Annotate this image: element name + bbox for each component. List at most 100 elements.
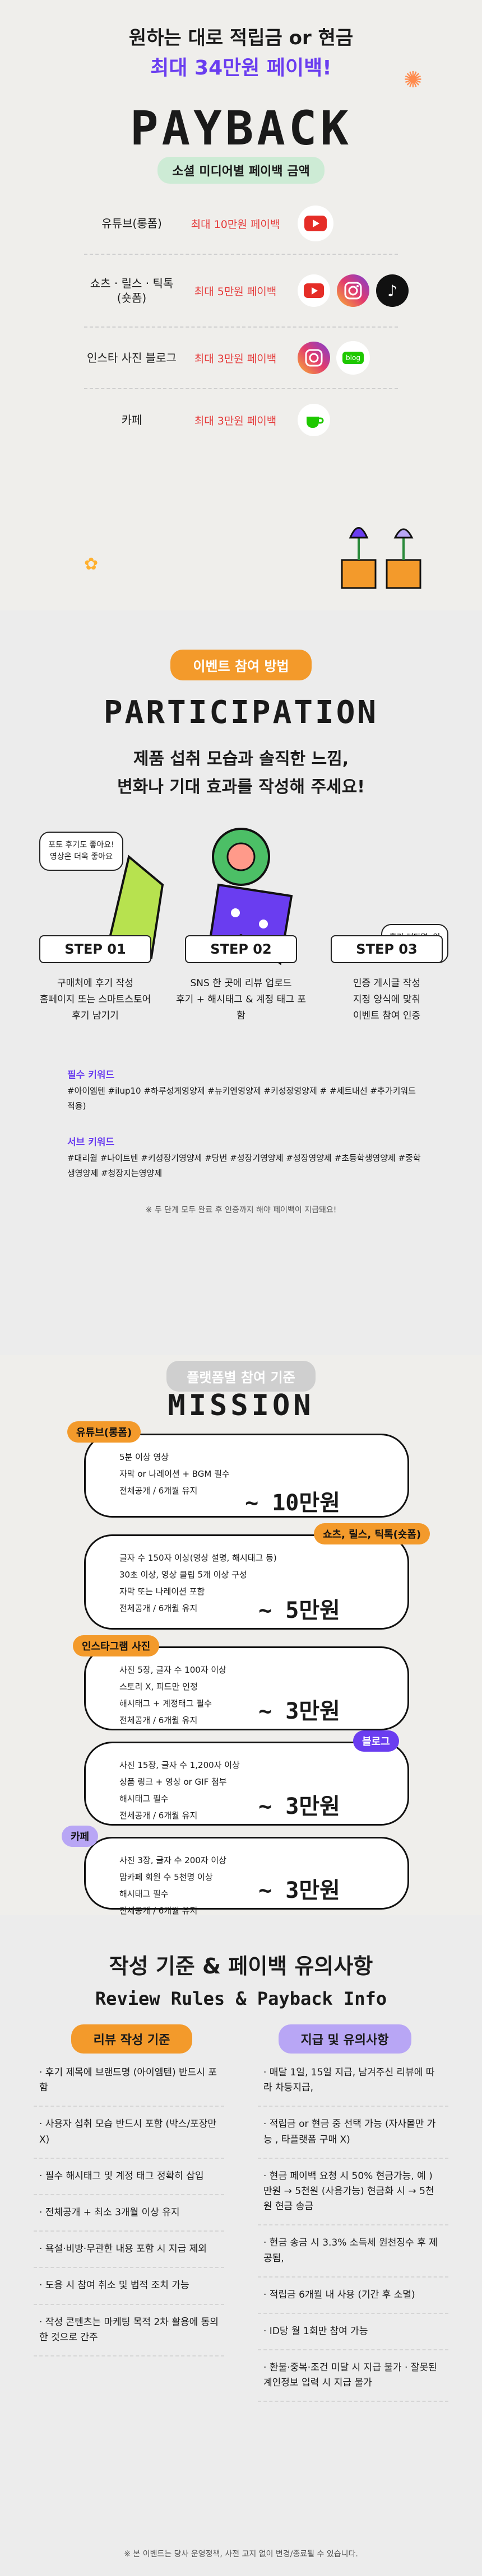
payback-title: PAYBACK [129,101,352,156]
instagram-icon [337,274,369,307]
header-line2: 최대 34만원 페이백! [150,57,332,80]
row-amount: 최대 3만원 페이백 [194,352,277,365]
row-cat: 쇼츠 · 릴스 · 틱톡(숏폼) [90,277,174,305]
info-item: · 매달 1일, 15일 지급, 남겨주신 리뷰에 따라 차등지급, [258,2055,448,2107]
keyword-required-label: 필수 키워드 [67,1070,115,1081]
review-rules-list: · 후기 제목에 브랜드명 (아이엠텐) 반드시 포함 · 사용자 섭취 모습 … [34,2055,224,2356]
rule-item: · 후기 제목에 브랜드명 (아이엠텐) 반드시 포함 [34,2055,224,2107]
card-item: 스토리 X, 피드만 인정 [119,1682,198,1692]
rules-footer-note: ※ 본 이벤트는 당사 운영정책, 사전 고지 없이 변경/종료될 수 있습니다… [124,2550,358,2559]
step-3: STEP 03 인증 게시글 작성 지정 양식에 맞춰 이벤트 참여 인증 [319,935,454,1024]
card-item: 사진 15장, 글자 수 1,200자 이상 [119,1760,240,1770]
participation-subtitle1: 제품 섭취 모습과 솔직한 느낌, [133,749,349,769]
blog-icon-label: blog [342,352,364,364]
info-item: · 현금 송금 시 3.3% 소득세 원천징수 후 제공됨, [258,2225,448,2278]
participation-section: 이벤트 참여 방법 PARTICIPATION 제품 섭취 모습과 솔직한 느낌… [0,610,482,1355]
card-item: 상품 링크 + 영상 or GIF 첨부 [119,1777,227,1787]
cafe-icon [298,404,330,436]
card-tag-instagram: 인스타그램 사진 [73,1635,160,1656]
mission-pill: 플랫폼별 참여 기준 [166,1361,316,1392]
blog-icon: blog [336,341,370,375]
participation-note: ※ 두 단계 모두 완료 후 인증까지 해야 페이백이 지급돼요! [145,1206,337,1215]
card-tag-youtube: 유튜브(롱폼) [67,1421,141,1443]
rules-title: 작성 기준 & 페이백 유의사항 [109,1954,373,1978]
youtube-icon [298,206,333,241]
rule-item: · 작성 콘텐츠는 마케팅 목적 2차 활용에 동의한 것으로 간주 [34,2305,224,2356]
card-item: 5분 이상 영상 [119,1452,169,1462]
card-amount: ~ 3만원 [258,1794,340,1819]
card-item: 자막 or 나레이션 + BGM 필수 [119,1469,230,1479]
payback-section: 원하는 대로 적립금 or 현금 최대 34만원 페이백! PAYBACK 소셜… [0,0,482,610]
card-item: 글자 수 150자 이상(영상 설명, 해시태그 등) [119,1553,277,1563]
instagram-icon [298,342,330,374]
card-item: 자막 또는 나레이션 포함 [119,1586,205,1597]
card-item: 해시태그 필수 [119,1889,169,1899]
rule-item: · 사용자 섭취 모습 반드시 포함 (박스/포장만 X) [34,2107,224,2159]
card-item: 전체공개 / 6개월 유지 [119,1486,198,1496]
row-youtube: 유튜브(롱폼)최대 10만원 페이백 [84,193,398,255]
card-item: 전체공개 / 6개월 유지 [119,1906,198,1916]
svg-text:♪: ♪ [387,282,397,300]
info-item: · ID당 월 1회만 참여 가능 [258,2314,448,2351]
row-cat: 카페 [121,413,142,427]
step-desc: SNS 한 곳에 리뷰 업로드 후기 + 해시태그 & 계정 태그 포함 [176,978,306,1021]
flower-pots-decoration [341,527,421,589]
rule-item: · 도용 시 참여 취소 및 법적 조치 가능 [34,2268,224,2305]
header-line1: 원하는 대로 적립금 or 현금 [128,27,354,49]
step-title: STEP 01 [39,935,151,963]
card-item: 30초 이상, 영상 클립 5개 이상 구성 [119,1570,247,1580]
row-shortform: 쇼츠 · 릴스 · 틱톡(숏폼) 최대 5만원 페이백 ♪ [84,255,409,328]
keyword-required-text: #아이엠텐 #ilup10 #하루성게영양제 #뉴키엔영양제 #키성장영양제 #… [67,1086,416,1111]
step-desc: 인증 게시글 작성 지정 양식에 맞춰 이벤트 참여 인증 [353,978,421,1021]
keyword-sub-text: #대리월 #나이트텐 #키성장기영양제 #당번 #성장기영양제 #성장영양제 #… [67,1153,421,1178]
keyword-sub-label: 서브 키워드 [67,1137,115,1148]
info-item: · 적립금 6개월 내 사용 (기간 후 소멸) [258,2278,448,2314]
review-rules-pill: 리뷰 작성 기준 [71,2024,193,2054]
rule-item: · 전체공개 + 최소 3개월 이상 유지 [34,2195,224,2232]
star-decoration: ✿ [84,554,99,574]
card-tag-shortform: 쇼츠, 릴스, 틱톡(숏폼) [314,1523,430,1544]
bubble-left: 포토 후기도 좋아요! 영상은 더욱 좋아요 [39,832,123,871]
card-amount: ~ 3만원 [258,1698,340,1724]
rule-item: · 필수 해시태그 및 계정 태그 정확히 삽입 [34,2159,224,2195]
card-item: 전체공개 / 6개월 유지 [119,1810,198,1821]
row-amount: 최대 5만원 페이백 [194,285,277,298]
step-title: STEP 03 [331,935,443,963]
card-item: 전체공개 / 6개월 유지 [119,1715,198,1725]
rule-item: · 욕설·비방·무관한 내용 포함 시 지급 제외 [34,2232,224,2269]
step-desc: 구매처에 후기 작성 홈페이지 또는 스마트스토어 후기 남기기 [39,978,151,1021]
card-item: 사진 3장, 글자 수 200자 이상 [119,1855,226,1865]
social-pill: 소셜 미디어별 페이백 금액 [157,157,325,184]
event-pill: 이벤트 참여 방법 [170,650,312,680]
participation-subtitle2: 변화나 기대 효과를 작성해 주세요! [117,777,365,797]
mission-card-shortform: 글자 수 150자 이상(영상 설명, 해시태그 등) 30초 이상, 영상 클립… [84,1534,409,1630]
card-item: 해시태그 필수 [119,1794,169,1804]
card-tag-blog: 블로그 [353,1730,399,1752]
row-cafe: 카페 최대 3만원 페이백 [84,389,398,451]
card-amount: ~ 5만원 [258,1598,340,1623]
rules-section: 작성 기준 & 페이백 유의사항 Review Rules & Payback … [0,1915,482,2576]
step-2: STEP 02 SNS 한 곳에 리뷰 업로드 후기 + 해시태그 & 계정 태그… [174,935,308,1024]
step-title: STEP 02 [185,935,297,963]
card-item: 사진 5장, 글자 수 100자 이상 [119,1665,226,1675]
row-amount: 최대 10만원 페이백 [191,218,280,231]
info-item: · 환불·중복·조건 미달 시 지급 불가 · 잘못된 계인정보 입력 시 지급… [258,2350,448,2402]
payback-info-pill: 지급 및 유의사항 [278,2024,411,2054]
payback-info-list: · 매달 1일, 15일 지급, 남겨주신 리뷰에 따라 차등지급, · 적립금… [258,2055,448,2402]
card-amount: ~ 3만원 [258,1878,340,1903]
rules-subtitle: Review Rules & Payback Info [95,1988,387,2009]
row-amount: 최대 3만원 페이백 [194,414,277,427]
tiktok-icon: ♪ [376,274,409,307]
card-item: 해시태그 + 계정태그 필수 [119,1698,212,1709]
youtube-icon [298,274,330,307]
info-item: · 적립금 or 현금 중 선택 가능 (자사몰만 가능 , 타플랫폼 구매 X… [258,2107,448,2159]
card-amount: ~ 10만원 [245,1490,340,1516]
mission-title: MISSION [168,1389,314,1422]
participation-title: PARTICIPATION [103,694,379,731]
